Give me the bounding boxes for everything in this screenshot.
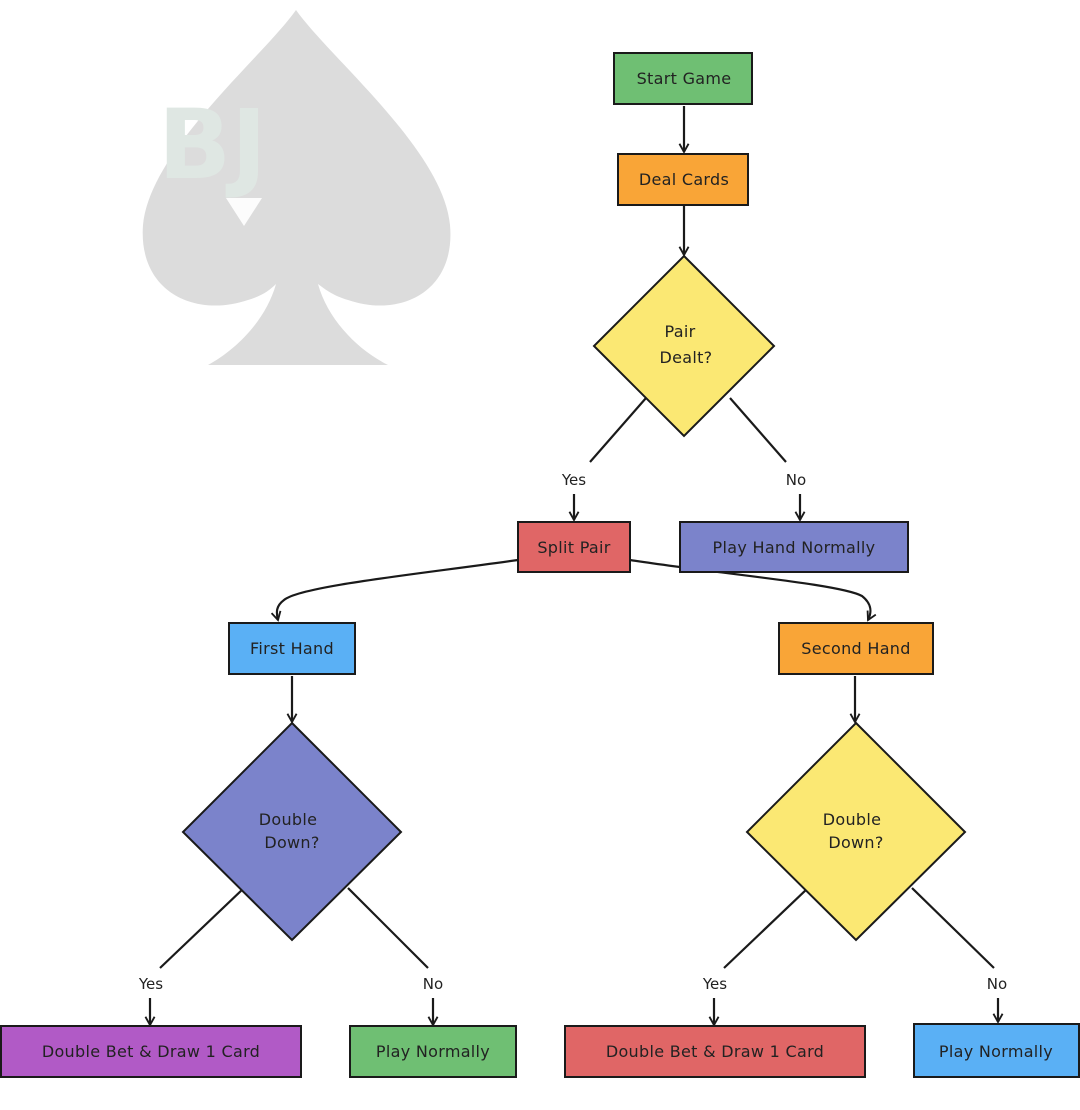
node-pair-dealt-label-line2: Dealt? <box>660 348 713 367</box>
node-second-hand-box <box>778 622 934 675</box>
node-first-hand-box <box>228 622 356 675</box>
node-double-down-first-label-line1: Double <box>259 810 318 829</box>
node-start-label: Start Game <box>637 69 732 88</box>
node-split-pair[interactable]: Split Pair <box>517 521 631 573</box>
node-double-bet-first[interactable]: Double Bet & Draw 1 Card <box>0 1025 302 1078</box>
spade-inner-notch <box>226 198 262 226</box>
node-deal-label: Deal Cards <box>639 170 729 189</box>
node-first-hand[interactable]: First Hand <box>228 622 356 675</box>
node-play-normally-first[interactable]: Play Normally <box>349 1025 517 1078</box>
edge-dd2-no-line <box>911 887 995 969</box>
edge-labels: Yes No Yes No Yes No <box>138 471 1007 993</box>
node-double-down-second-label-line1: Double <box>823 810 882 829</box>
edge-pair-yes-line <box>589 397 647 463</box>
node-play-normally-second-label: Play Normally <box>939 1042 1053 1061</box>
node-second-hand[interactable]: Second Hand <box>778 622 934 675</box>
logo: BJ <box>142 10 451 365</box>
edge-dd1-no-line <box>347 887 429 969</box>
node-double-bet-second[interactable]: Double Bet & Draw 1 Card <box>564 1025 866 1078</box>
node-pair-dealt[interactable]: Pair Dealt? <box>592 254 776 438</box>
edge-dd1-yes-line <box>159 887 245 969</box>
edge-dd2-yes-line <box>723 887 809 969</box>
node-play-normally-first-box <box>349 1025 517 1078</box>
edge-split-first <box>277 558 519 620</box>
node-play-hand-normally-box <box>679 521 909 573</box>
logo-text: BJ <box>158 89 267 201</box>
node-deal[interactable]: Deal Cards <box>617 153 749 206</box>
node-play-normally-second[interactable]: Play Normally <box>913 1023 1080 1078</box>
node-play-normally-second-box <box>913 1023 1080 1078</box>
node-double-bet-first-box <box>0 1025 302 1078</box>
node-deal-box <box>617 153 749 206</box>
node-play-hand-normally[interactable]: Play Hand Normally <box>679 521 909 573</box>
node-play-normally-first-label: Play Normally <box>376 1042 490 1061</box>
node-double-down-first-label-line2: Down? <box>264 833 319 852</box>
node-double-down-first-diamond <box>181 721 403 942</box>
node-pair-dealt-diamond <box>592 254 776 438</box>
node-double-down-second[interactable]: Double Down? <box>745 721 967 942</box>
node-second-hand-label: Second Hand <box>801 639 910 658</box>
node-play-hand-normally-label: Play Hand Normally <box>713 538 876 557</box>
spade-icon <box>142 10 451 365</box>
node-double-bet-second-box <box>564 1025 866 1078</box>
node-start[interactable]: Start Game <box>613 52 753 105</box>
edge-label-dd1-no: No <box>423 975 443 993</box>
edge-pair-no-line <box>729 397 787 463</box>
node-pair-dealt-label-line1: Pair <box>665 322 696 341</box>
node-start-box <box>613 52 753 105</box>
node-double-bet-second-label: Double Bet & Draw 1 Card <box>606 1042 824 1061</box>
node-double-down-second-label-line2: Down? <box>828 833 883 852</box>
node-split-pair-box <box>517 521 631 573</box>
node-double-down-first[interactable]: Double Down? <box>181 721 403 942</box>
edge-label-dd2-no: No <box>987 975 1007 993</box>
edge-label-pair-no: No <box>786 471 806 489</box>
edge-label-dd1-yes: Yes <box>138 975 163 993</box>
node-double-bet-first-label: Double Bet & Draw 1 Card <box>42 1042 260 1061</box>
edge-label-pair-yes: Yes <box>561 471 586 489</box>
node-first-hand-label: First Hand <box>250 639 334 658</box>
node-double-down-second-diamond <box>745 721 967 942</box>
edge-label-dd2-yes: Yes <box>702 975 727 993</box>
node-split-pair-label: Split Pair <box>537 538 610 557</box>
